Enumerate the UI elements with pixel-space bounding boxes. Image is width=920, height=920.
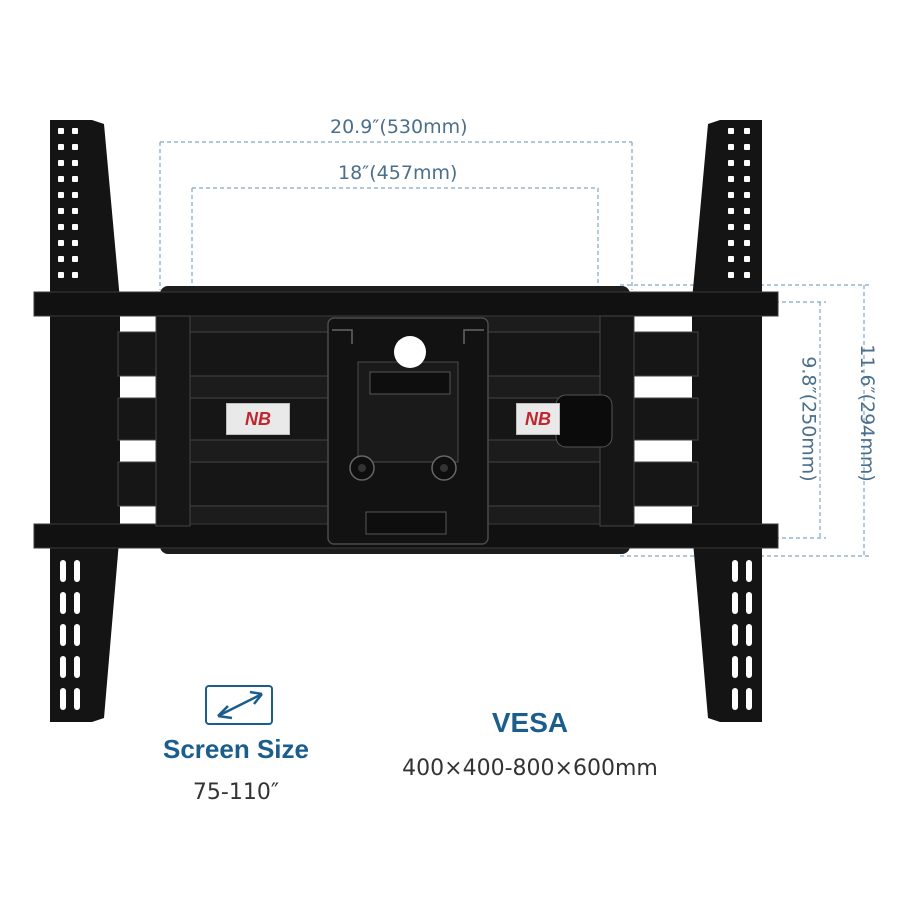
vesa-value: 400×400-800×600mm [402, 756, 658, 781]
right-vertical-bracket [692, 120, 762, 722]
brand-logo-right: NB [516, 403, 560, 435]
dimension-horizontal-inner: 18″(457mm) [338, 162, 458, 184]
dimension-vertical-inner: 9.8″(250mm) [797, 356, 820, 482]
diagonal-arrow-icon [217, 690, 263, 720]
vesa-title: VESA [491, 707, 569, 738]
brand-logo-left: NB [226, 403, 290, 435]
arm-joint [555, 394, 613, 448]
dimension-horizontal-outer: 20.9″(530mm) [330, 116, 468, 138]
dimension-vertical-outer: 11.6″(294mm) [855, 344, 878, 482]
left-vertical-bracket [50, 120, 120, 722]
top-rail [33, 291, 779, 317]
left-arms [117, 315, 337, 527]
screen-size-value: 75-110″ [192, 780, 280, 805]
screen-size-icon-frame [205, 685, 273, 725]
center-plate [327, 317, 489, 545]
screen-size-title: Screen Size [163, 734, 309, 764]
